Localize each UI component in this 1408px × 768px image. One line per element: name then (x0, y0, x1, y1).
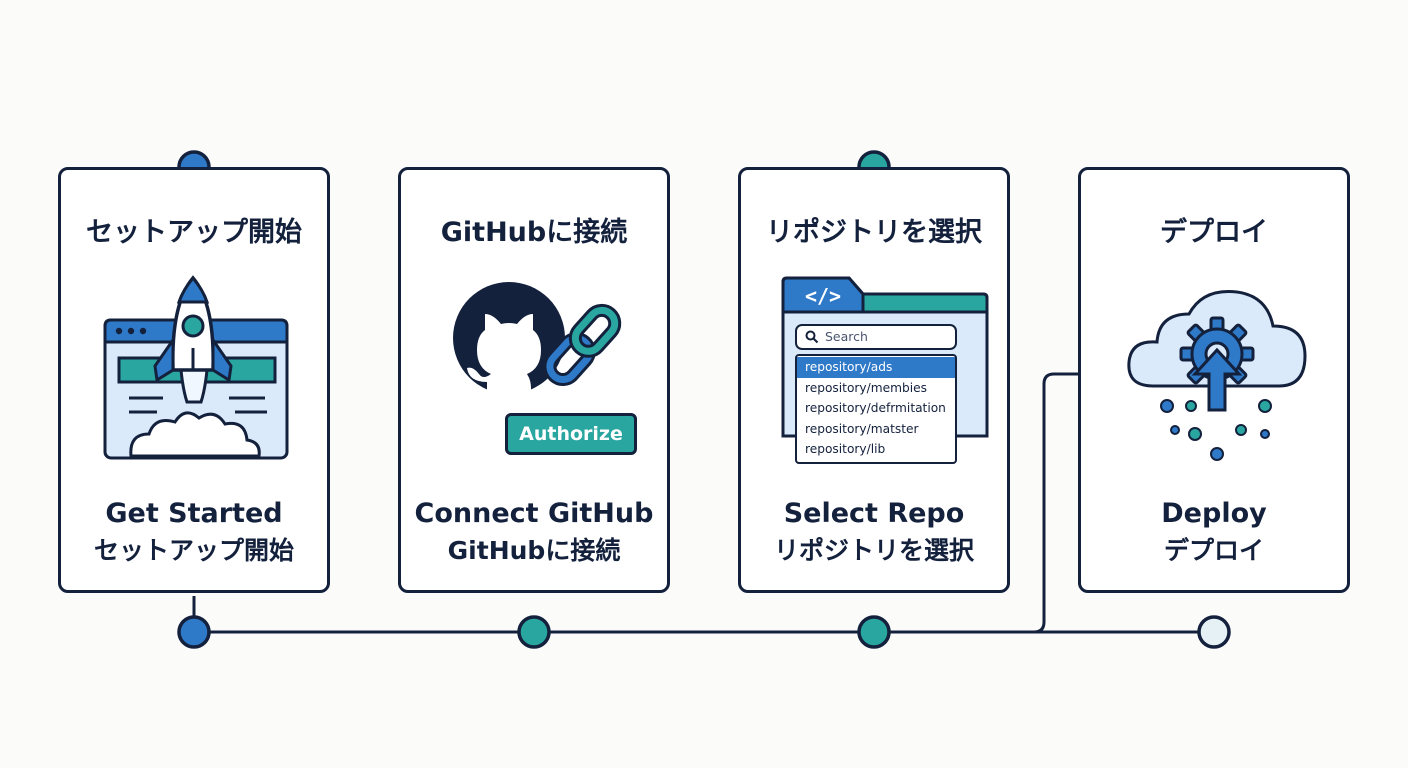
timeline-node-step-4 (1197, 615, 1231, 649)
timeline-node-step-1 (177, 615, 211, 649)
step-caption: Connect GitHub GitHubに接続 (401, 495, 667, 569)
cloud-upload-icon (1127, 289, 1307, 461)
repo-search-input[interactable]: Search (795, 324, 957, 350)
caption-japanese: デプロイ (1163, 536, 1264, 565)
step-caption: Get Started セットアップ開始 (61, 495, 327, 569)
step-title: GitHubに接続 (440, 217, 628, 248)
step-card-deploy: デプロイ (1078, 167, 1350, 593)
github-link-icon (453, 282, 622, 400)
caption-japanese: セットアップ開始 (93, 536, 294, 565)
search-placeholder: Search (825, 329, 868, 344)
authorize-button[interactable]: Authorize (505, 413, 637, 455)
caption-english: Deploy (1161, 498, 1267, 529)
caption-english: Select Repo (783, 498, 965, 529)
repository-item[interactable]: repository/lib (805, 442, 886, 456)
step-card-connect-github: GitHubに接続 Authorize Connect GitHub GitHu… (398, 167, 670, 593)
repository-item[interactable]: repository/ads (797, 357, 955, 378)
timeline-node-step-2 (517, 615, 551, 649)
caption-japanese: GitHubに接続 (447, 536, 621, 565)
step-title: デプロイ (1160, 217, 1268, 248)
caption-japanese: リポジトリを選択 (773, 536, 974, 565)
rocket-launch-icon (103, 275, 289, 460)
step-title: セットアップ開始 (86, 217, 302, 248)
step-card-get-started: セットアップ開始 Get Started セットアップ開始 (58, 167, 330, 593)
repository-item[interactable]: repository/defrmitation (805, 401, 946, 415)
repository-list: repository/ads repository/membies reposito… (795, 354, 957, 464)
step-caption: Select Repo リポジトリを選択 (741, 495, 1007, 569)
repository-item[interactable]: repository/membies (805, 380, 927, 395)
step-caption: Deploy デプロイ (1081, 495, 1347, 569)
caption-english: Get Started (105, 498, 283, 529)
svg-text:</>: </> (805, 284, 841, 308)
caption-english: Connect GitHub (414, 498, 654, 529)
timeline-node-step-3 (857, 615, 891, 649)
search-icon (805, 330, 819, 344)
step-title: リポジトリを選択 (766, 217, 982, 248)
repository-item[interactable]: repository/matster (805, 421, 919, 436)
